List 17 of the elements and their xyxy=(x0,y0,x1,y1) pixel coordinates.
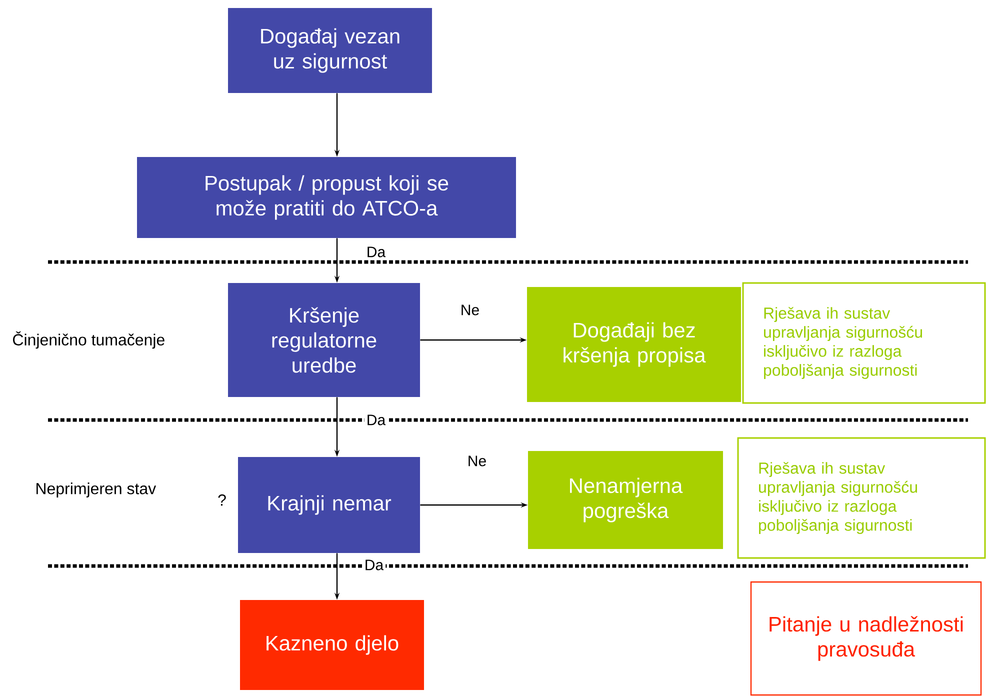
side-label: Činjenično tumačenje xyxy=(13,331,164,349)
outcome-box: Nenamjerna pogreška xyxy=(528,451,723,549)
edge-label: Da xyxy=(364,244,388,260)
edge-label: Ne xyxy=(465,454,489,468)
outcome-box: Kazneno djelo xyxy=(240,600,424,690)
process-box: Događaj vezan uz sigurnost xyxy=(228,8,432,93)
outcome-box: Događaji bez kršenja propisa xyxy=(527,287,741,402)
process-box: Krajnji nemar xyxy=(238,457,420,553)
process-box: Postupak / propust koji se može pratiti do ATCO-a xyxy=(137,157,516,238)
side-label: Neprimjeren stav xyxy=(36,482,156,498)
process-box: Kršenje regulatorne uredbe xyxy=(228,283,420,397)
edge-label: Da xyxy=(362,558,386,572)
note-box: Rješava ih sustav upravljanja sigurnošću isključivo iz razloga poboljšanja sigurnosti xyxy=(737,437,986,559)
note-box: Pitanje u nadležnosti pravosuđa xyxy=(750,581,982,696)
edge-label: Ne xyxy=(458,302,482,318)
note-box: Rješava ih sustav upravljanja sigurnošću isključivo iz razloga poboljšanja sigurnosti xyxy=(742,282,986,404)
edge-label: Da xyxy=(364,412,388,428)
